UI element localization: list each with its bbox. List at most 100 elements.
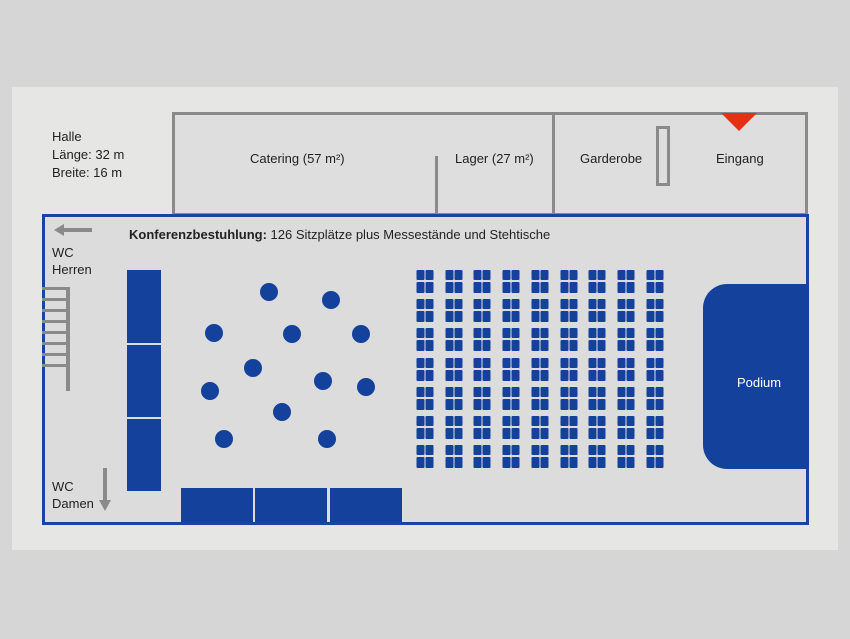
- chair-icon: [502, 299, 511, 323]
- standing-table: [201, 382, 219, 400]
- chair-icon: [646, 328, 655, 352]
- chair-icon: [416, 328, 425, 352]
- standing-table: [205, 324, 223, 342]
- hall-info-title: Halle: [52, 129, 82, 144]
- chair-icon: [425, 328, 434, 352]
- chair-icon: [482, 328, 491, 352]
- chair-icon: [540, 328, 549, 352]
- chair-icon: [560, 270, 568, 293]
- seating-heading-bold: Konferenzbestuhlung:: [129, 227, 267, 242]
- chair-icon: [502, 328, 511, 352]
- chair-icon: [617, 386, 626, 410]
- garderobe-eingang-room: [552, 112, 808, 216]
- chair-icon: [454, 270, 463, 293]
- chair-icon: [560, 445, 568, 469]
- chair-icon: [588, 270, 597, 293]
- chair-icon: [588, 357, 597, 381]
- floor-plan: Halle Länge: 32 m Breite: 16 m Catering …: [12, 87, 838, 550]
- chair-icon: [626, 328, 635, 352]
- chair-icon: [445, 270, 454, 293]
- chair-icon: [502, 386, 511, 410]
- chair-icon: [531, 357, 540, 381]
- chair-icon: [445, 416, 454, 439]
- catering-label: Catering (57 m²): [250, 151, 345, 166]
- chair-icon: [454, 416, 463, 439]
- exhibition-stand: [330, 488, 402, 522]
- chair-icon: [540, 357, 549, 381]
- chair-icon: [425, 386, 434, 410]
- standing-table: [244, 359, 262, 377]
- chair-icon: [416, 299, 425, 323]
- chair-icon: [646, 299, 655, 323]
- chair-icon: [502, 270, 511, 293]
- chair-icon: [569, 445, 577, 469]
- standing-table: [352, 325, 370, 343]
- chair-icon: [531, 386, 540, 410]
- wc-herren-line2: Herren: [52, 262, 92, 277]
- standing-table: [322, 291, 340, 309]
- chair-icon: [588, 445, 597, 469]
- chair-icon: [597, 445, 606, 469]
- chair-icon: [646, 357, 655, 381]
- chair-icon: [445, 299, 454, 323]
- standing-table: [260, 283, 278, 301]
- wc-herren-line1: WC: [52, 245, 74, 260]
- arrow-left-icon: [54, 224, 92, 236]
- stairs: [42, 287, 70, 391]
- chair-icon: [569, 270, 577, 293]
- garderobe-rack: [656, 126, 670, 186]
- chair-icon: [531, 299, 540, 323]
- chair-icon: [569, 416, 577, 439]
- chair-icon: [531, 270, 540, 293]
- chair-icon: [569, 357, 577, 381]
- chair-icon: [482, 270, 491, 293]
- chair-icon: [425, 445, 434, 469]
- chair-icon: [597, 270, 606, 293]
- chair-icon: [416, 270, 425, 293]
- chair-icon: [511, 357, 520, 381]
- chair-icon: [473, 416, 482, 439]
- chair-icon: [473, 357, 482, 381]
- chair-icon: [646, 386, 655, 410]
- chair-icon: [597, 299, 606, 323]
- chair-icon: [473, 386, 482, 410]
- chair-icon: [540, 299, 549, 323]
- chair-icon: [560, 328, 568, 352]
- chair-icon: [540, 445, 549, 469]
- chair-icon: [540, 270, 549, 293]
- chair-icon: [655, 445, 664, 469]
- chair-icon: [425, 270, 434, 293]
- chair-icon: [416, 357, 425, 381]
- exhibition-stand: [127, 270, 161, 343]
- hall-info-length: Länge: 32 m: [52, 147, 125, 162]
- chair-icon: [617, 416, 626, 439]
- chair-icon: [626, 445, 635, 469]
- chair-icon: [569, 299, 577, 323]
- chair-icon: [617, 357, 626, 381]
- main-hall: [42, 214, 809, 525]
- chair-icon: [646, 416, 655, 439]
- exhibition-stand: [127, 345, 161, 417]
- wc-damen-line1: WC: [52, 479, 74, 494]
- chair-icon: [540, 386, 549, 410]
- chair-icon: [597, 416, 606, 439]
- chair-icon: [511, 445, 520, 469]
- exhibition-stand: [255, 488, 327, 522]
- standing-table: [314, 372, 332, 390]
- chair-icon: [416, 386, 425, 410]
- exhibition-stand: [127, 419, 161, 491]
- seating-block: [416, 270, 666, 478]
- chair-icon: [445, 445, 454, 469]
- chair-icon: [482, 445, 491, 469]
- chair-icon: [445, 328, 454, 352]
- chair-icon: [588, 328, 597, 352]
- lager-label: Lager (27 m²): [455, 151, 534, 166]
- chair-icon: [454, 386, 463, 410]
- chair-icon: [597, 357, 606, 381]
- chair-icon: [502, 357, 511, 381]
- chair-icon: [588, 416, 597, 439]
- chair-icon: [425, 299, 434, 323]
- chair-icon: [425, 416, 434, 439]
- chair-icon: [454, 299, 463, 323]
- standing-table: [215, 430, 233, 448]
